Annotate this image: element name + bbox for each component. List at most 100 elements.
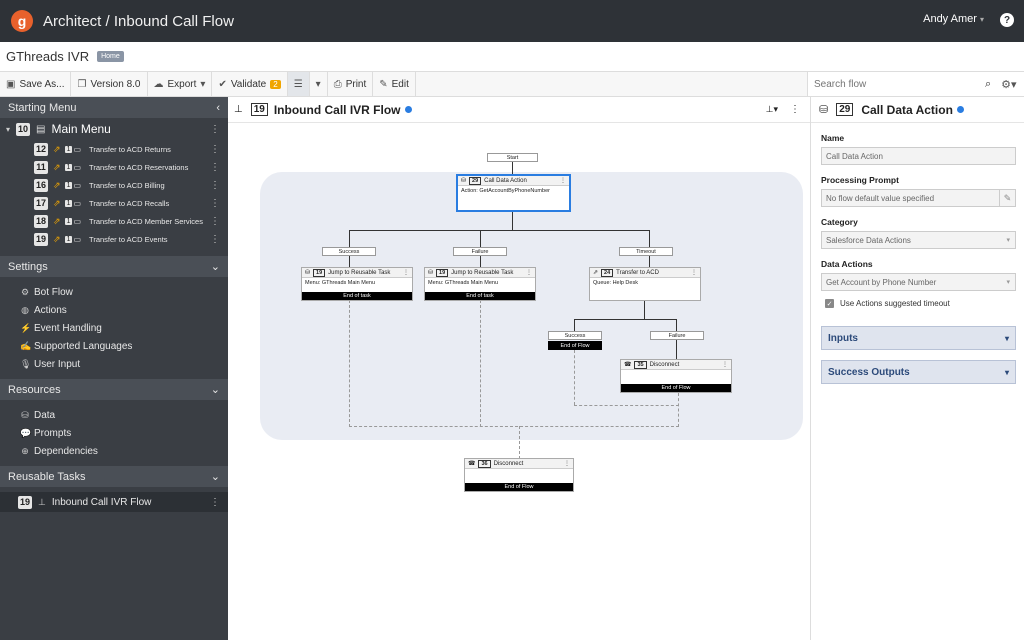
kebab-icon[interactable]: ⋮: [210, 179, 220, 191]
sidebar-item-user-input[interactable]: 🎙User Input: [0, 355, 228, 373]
failure-path-label[interactable]: Failure: [453, 247, 507, 256]
speech-icon: ▭: [73, 198, 82, 208]
pencil-icon: ✎: [379, 78, 388, 90]
data-actions-select[interactable]: Get Account by Phone Number▾: [821, 273, 1016, 291]
gear-icon[interactable]: ⚙▾: [1001, 78, 1017, 91]
category-select[interactable]: Salesforce Data Actions▾: [821, 231, 1016, 249]
sidebar-item-label: Actions: [34, 304, 67, 316]
reusable-task-zone: [260, 172, 803, 440]
transfer-icon: ⇗: [53, 179, 61, 190]
genesys-logo-icon: g: [11, 10, 33, 32]
print-button[interactable]: ⎙Print: [328, 72, 374, 96]
reusable-task-item[interactable]: 19 ⊥ Inbound Call IVR Flow ⋮: [0, 492, 228, 512]
success-outputs-accordion[interactable]: Success Outputs▾: [821, 360, 1016, 384]
sidebar-item-supported-languages[interactable]: ✍Supported Languages: [0, 337, 228, 355]
view-dropdown-button[interactable]: ▾: [310, 72, 328, 96]
success-path-label[interactable]: Success: [322, 247, 376, 256]
pencil-icon[interactable]: ✎: [999, 190, 1015, 206]
acd-success-label[interactable]: Success: [548, 331, 602, 340]
chevron-down-icon: ▾: [315, 78, 321, 90]
list-item[interactable]: 11⇗1▭Transfer to ACD Reservations⋮: [0, 158, 228, 176]
kebab-icon[interactable]: ⋮: [403, 270, 409, 276]
sidebar-item-actions[interactable]: ◍Actions: [0, 301, 228, 319]
resources-header[interactable]: Resources⌄: [0, 379, 228, 400]
chevron-down-icon[interactable]: ⌄: [210, 384, 220, 396]
kebab-icon[interactable]: ⋮: [526, 270, 532, 276]
node-title: Jump to Reusable Task: [451, 269, 514, 276]
node-number: 19: [436, 268, 449, 277]
info-icon[interactable]: [956, 106, 964, 113]
list-item[interactable]: 19⇗1▭Transfer to ACD Events⋮: [0, 230, 228, 248]
kebab-icon[interactable]: ⋮: [210, 215, 220, 227]
spacer: [0, 248, 228, 256]
acd-failure-label[interactable]: Failure: [650, 331, 704, 340]
chevron-left-icon[interactable]: ‹: [216, 101, 220, 114]
kebab-icon[interactable]: ⋮: [564, 461, 570, 467]
category-label: Category: [821, 217, 858, 227]
main-menu-item[interactable]: ▾ 10 ▤ Main Menu ⋮: [0, 118, 228, 140]
save-as-button[interactable]: ▣Save As...: [0, 72, 72, 96]
sidebar-item-event-handling[interactable]: ⚡Event Handling: [0, 319, 228, 337]
processing-prompt-field[interactable]: No flow default value specified✎: [821, 189, 1016, 207]
kebab-icon[interactable]: ⋮: [210, 197, 220, 209]
node-footer: End of Flow: [621, 384, 731, 392]
kebab-icon[interactable]: ⋮: [790, 104, 800, 115]
flow-name: GThreads IVR: [6, 49, 90, 64]
settings-header[interactable]: Settings⌄: [0, 256, 228, 277]
chevron-down-icon[interactable]: ⌄: [210, 261, 220, 273]
kebab-icon[interactable]: ⋮: [210, 143, 220, 155]
sidebar-item-prompts[interactable]: 💬Prompts: [0, 424, 228, 442]
check-icon: ✔: [218, 78, 227, 90]
info-icon[interactable]: [404, 106, 412, 113]
chevron-down-icon[interactable]: ⌄: [210, 471, 220, 483]
kebab-icon[interactable]: ⋮: [560, 178, 566, 184]
connector: [349, 230, 649, 231]
kebab-icon[interactable]: ⋮: [722, 362, 728, 368]
version-button[interactable]: ❐Version 8.0: [71, 72, 148, 96]
timeout-checkbox-row[interactable]: ✓ Use Actions suggested timeout: [825, 299, 1024, 308]
edit-button[interactable]: ✎Edit: [373, 72, 416, 96]
sidebar-item-data[interactable]: ⛁Data: [0, 406, 228, 424]
save-icon: ▣: [6, 78, 16, 90]
help-icon[interactable]: ?: [1000, 13, 1014, 27]
app-title: Architect / Inbound Call Flow: [43, 12, 234, 30]
search-icon[interactable]: ⌕: [985, 77, 992, 90]
timeout-path-label[interactable]: Timeout: [619, 247, 673, 256]
list-item[interactable]: 17⇗1▭Transfer to ACD Recalls⋮: [0, 194, 228, 212]
list-view-button[interactable]: ☰: [287, 72, 310, 96]
connector: [574, 319, 575, 331]
list-item[interactable]: 18⇗1▭Transfer to ACD Member Services⋮: [0, 212, 228, 230]
export-button[interactable]: ☁Export▾: [148, 72, 213, 96]
starting-menu-header[interactable]: Starting Menu‹: [0, 97, 228, 118]
user-menu[interactable]: Andy Amer ▾: [923, 13, 984, 25]
kebab-icon[interactable]: ⋮: [210, 123, 220, 135]
caret-down-icon[interactable]: ▾: [6, 124, 11, 134]
list-item[interactable]: 16⇗1▭Transfer to ACD Billing⋮: [0, 176, 228, 194]
kebab-icon[interactable]: ⋮: [210, 233, 220, 245]
start-node[interactable]: Start: [487, 153, 538, 162]
sidebar-item-label: Event Handling: [34, 322, 102, 334]
inputs-accordion[interactable]: Inputs▾: [821, 326, 1016, 350]
task-small-number: 1: [64, 163, 73, 171]
layout-icon[interactable]: ⊥▾: [765, 104, 778, 114]
name-field[interactable]: Call Data Action: [821, 147, 1016, 165]
search-input[interactable]: [814, 78, 979, 90]
list-item[interactable]: 12⇗1▭Transfer to ACD Returns⋮: [0, 140, 228, 158]
sidebar-item-bot-flow[interactable]: ⚙Bot Flow: [0, 283, 228, 301]
flow-canvas[interactable]: ⊥ 19 Inbound Call IVR Flow ⊥▾ ⋮ Start ⛁2…: [228, 97, 810, 640]
sidebar-item-dependencies[interactable]: ⊕Dependencies: [0, 442, 228, 460]
kebab-icon[interactable]: ⋮: [210, 496, 220, 508]
checkbox-checked[interactable]: ✓: [825, 299, 834, 308]
kebab-icon[interactable]: ⋮: [691, 270, 697, 276]
top-bar: g Architect / Inbound Call Flow Andy Ame…: [0, 0, 1024, 42]
reusable-tasks-header[interactable]: Reusable Tasks⌄: [0, 466, 228, 487]
kebab-icon[interactable]: ⋮: [210, 161, 220, 173]
